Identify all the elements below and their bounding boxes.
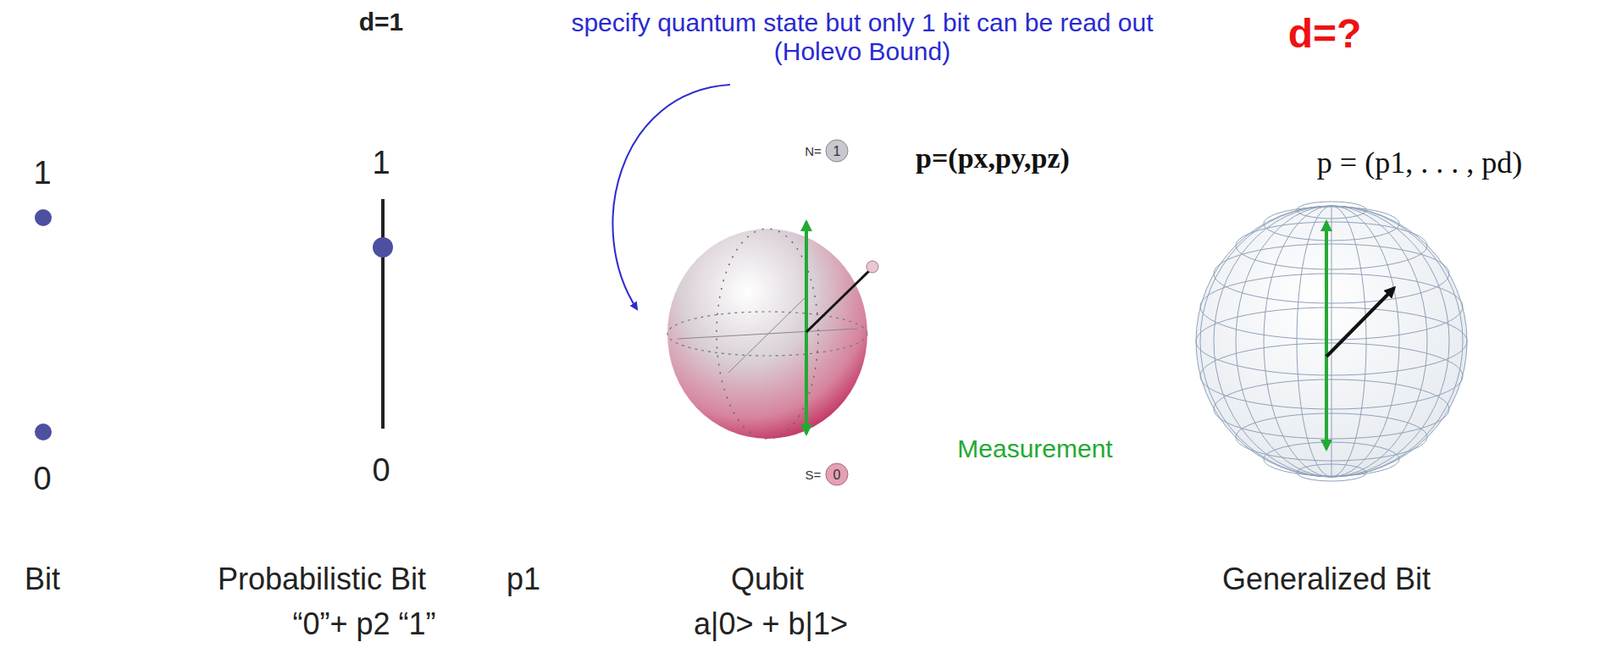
state-value: 1 [371, 144, 390, 183]
pole-marker [825, 139, 848, 162]
state-vector [806, 269, 871, 333]
pole-value: 0 [833, 467, 842, 483]
measurement-label: Measurement [957, 434, 1113, 465]
bit-dot [34, 423, 52, 441]
sphere-axis [677, 328, 858, 339]
wireframe-sphere [1195, 201, 1468, 482]
state-value: 0 [33, 460, 51, 499]
sphere-equator [667, 311, 868, 356]
state-value: 0 [371, 452, 390, 490]
probability-dot [372, 237, 394, 258]
vector-formula: p=(px,py,pz) [915, 141, 1070, 175]
vector-formula: p = (p1, . . . , pd) [1317, 145, 1523, 181]
bit-dot [34, 209, 52, 227]
sphere-axis [728, 296, 807, 373]
pole-label: N= [804, 143, 822, 159]
state-value: 1 [33, 155, 51, 193]
state-tip [866, 260, 879, 273]
measurement-arrow [804, 221, 809, 434]
state-vector [1326, 287, 1395, 357]
pole-marker [825, 463, 848, 486]
probability-line [381, 199, 385, 429]
caption-label: a|0> + b|1> [693, 606, 848, 642]
pole-value: 1 [833, 143, 842, 160]
caption-label: Qubit [730, 561, 804, 597]
caption-label: Probabilistic Bit [217, 561, 427, 597]
caption-label: Generalized Bit [1222, 561, 1431, 597]
dimension-label: d=1 [359, 7, 405, 38]
callout-note: specify quantum state but only 1 bit can… [570, 8, 1155, 67]
measurement-arrow [1324, 221, 1329, 449]
pole-label: S= [805, 467, 822, 482]
dimension-label: d=? [1288, 10, 1362, 57]
bloch-sphere [667, 228, 868, 439]
caption-label: “0”+ p2 “1” [292, 606, 436, 642]
caption-label: p1 [506, 561, 541, 597]
caption-label: Bit [24, 561, 61, 597]
